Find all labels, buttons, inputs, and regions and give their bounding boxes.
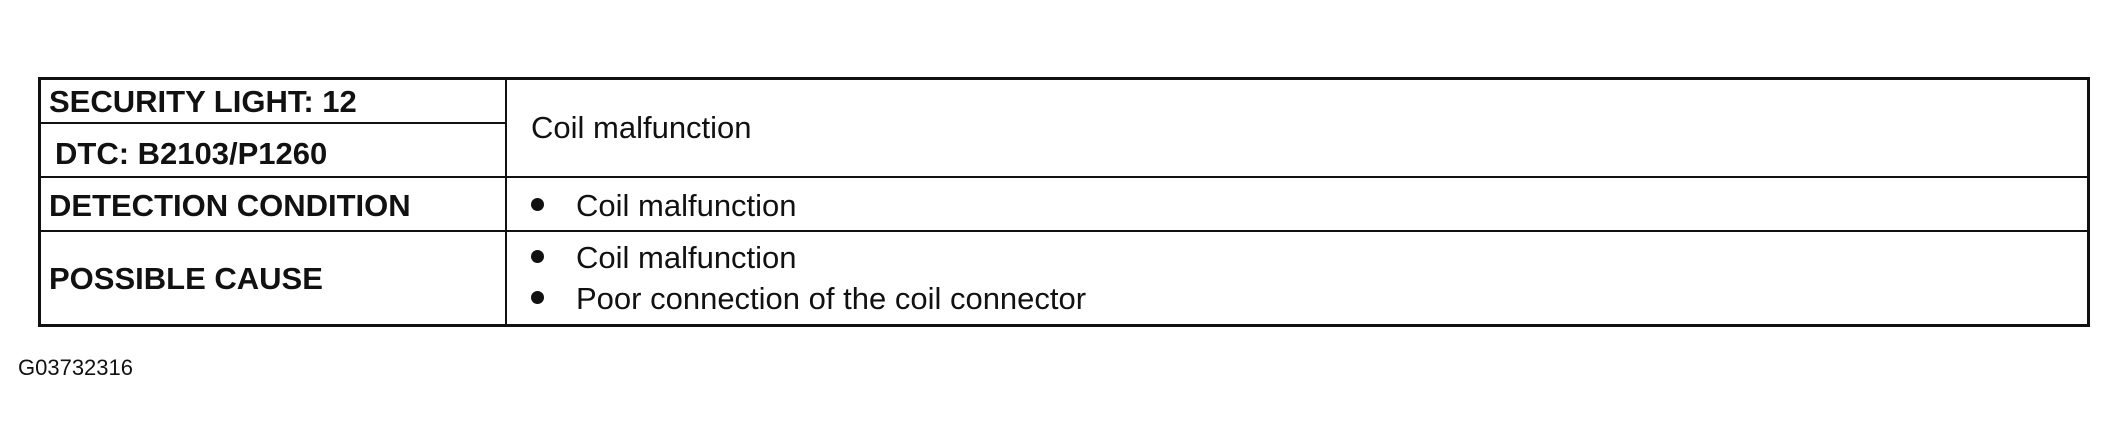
row-divider-header-detection bbox=[41, 176, 2087, 178]
bullet-icon bbox=[531, 250, 544, 264]
detection-condition-item: Coil malfunction bbox=[531, 190, 797, 221]
header-value: Coil malfunction bbox=[531, 110, 752, 145]
security-light-label: SECURITY LIGHT: 12 bbox=[49, 84, 357, 119]
dtc-label: DTC: B2103/P1260 bbox=[55, 136, 328, 171]
possible-cause-label: POSSIBLE CAUSE bbox=[49, 261, 323, 296]
row-divider-detection-cause bbox=[41, 230, 2087, 232]
detection-condition-item-text: Coil malfunction bbox=[576, 188, 797, 223]
bullet-icon bbox=[531, 198, 544, 212]
possible-cause-item: Poor connection of the coil connector bbox=[531, 283, 1086, 314]
possible-cause-item-text: Poor connection of the coil connector bbox=[576, 281, 1087, 316]
figure-id: G03732316 bbox=[18, 355, 133, 380]
column-divider bbox=[505, 80, 507, 324]
row-divider-security-dtc bbox=[41, 122, 505, 124]
possible-cause-item: Coil malfunction bbox=[531, 242, 797, 273]
detection-condition-label: DETECTION CONDITION bbox=[49, 188, 411, 223]
bullet-icon bbox=[531, 291, 544, 305]
possible-cause-item-text: Coil malfunction bbox=[576, 240, 797, 275]
diagnostic-table: SECURITY LIGHT: 12 DTC: B2103/P1260 Coil… bbox=[38, 77, 2090, 327]
